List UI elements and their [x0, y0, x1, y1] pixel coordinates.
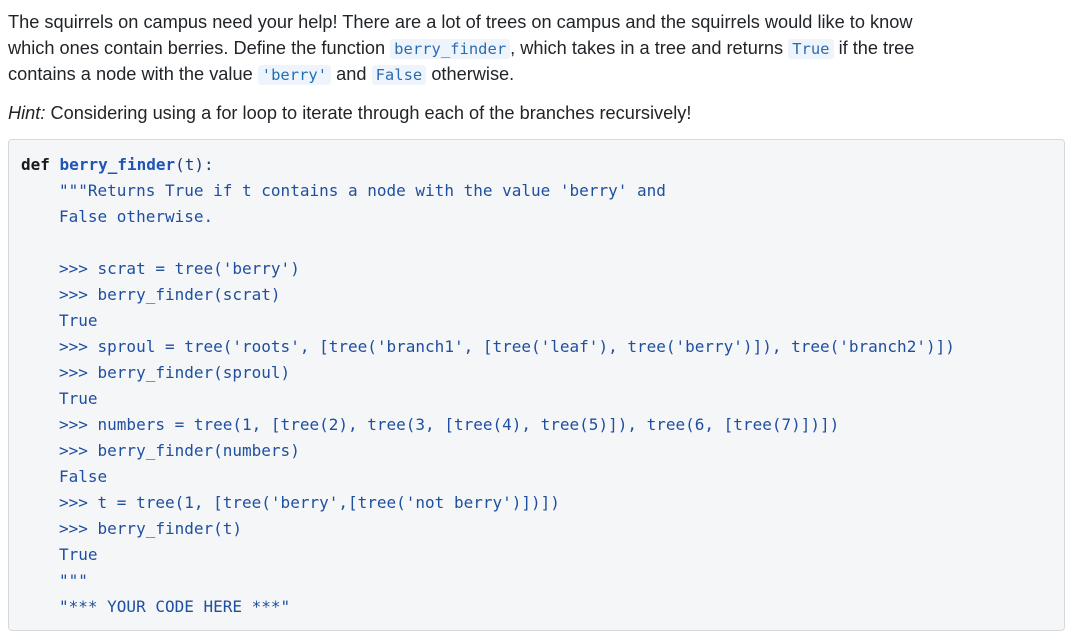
code-line: >>> berry_finder(numbers) — [59, 441, 300, 460]
code-line: False — [59, 467, 108, 486]
intro-line-3: contains a node with the value 'berry' a… — [8, 61, 514, 88]
inline-code-berry-string: 'berry' — [257, 65, 332, 85]
code-line: >>> sproul = tree('roots', [tree('branch… — [59, 337, 955, 356]
def-keyword: def — [21, 155, 50, 174]
code-line: >>> scrat = tree('berry') — [59, 259, 300, 278]
inline-code-false: False — [371, 65, 427, 85]
code-line: >>> numbers = tree(1, [tree(2), tree(3, … — [59, 415, 840, 434]
code-line: >>> t = tree(1, [tree('berry',[tree('not… — [59, 493, 560, 512]
code-line: """ — [59, 571, 88, 590]
code-block: def berry_finder(t): """Returns True if … — [8, 139, 1065, 631]
code-line: """Returns True if t contains a node wit… — [59, 181, 666, 200]
inline-code-berry-finder: berry_finder — [390, 39, 511, 59]
hint-text: Considering using a for loop to iterate … — [45, 103, 692, 123]
intro-text-2c: if the tree — [838, 38, 915, 58]
code-line: False otherwise. — [59, 207, 214, 226]
intro-line-2: which ones contain berries. Define the f… — [8, 35, 914, 62]
intro-text-3c: otherwise. — [431, 64, 515, 84]
function-signature: (t): — [175, 155, 214, 174]
code-line: True — [59, 311, 98, 330]
code-line: True — [59, 389, 98, 408]
code-def-line: def berry_finder(t): — [21, 152, 214, 178]
intro-text-2b: , which takes in a tree and returns — [510, 38, 784, 58]
intro-line-1: The squirrels on campus need your help! … — [8, 9, 912, 35]
code-line: >>> berry_finder(sproul) — [59, 363, 291, 382]
code-line: >>> berry_finder(scrat) — [59, 285, 281, 304]
function-name: berry_finder — [59, 155, 176, 174]
hint-label: Hint: — [8, 103, 46, 123]
intro-text-3a: contains a node with the value — [8, 64, 253, 84]
intro-text-3b: and — [336, 64, 367, 84]
code-line: >>> berry_finder(t) — [59, 519, 243, 538]
intro-text-2a: which ones contain berries. Define the f… — [8, 38, 386, 58]
inline-code-true: True — [788, 39, 834, 59]
hint-paragraph: Hint: Considering using a for loop to it… — [8, 100, 691, 126]
code-line: True — [59, 545, 98, 564]
code-line: "*** YOUR CODE HERE ***" — [59, 597, 291, 616]
intro-text-1: The squirrels on campus need your help! … — [8, 12, 913, 32]
